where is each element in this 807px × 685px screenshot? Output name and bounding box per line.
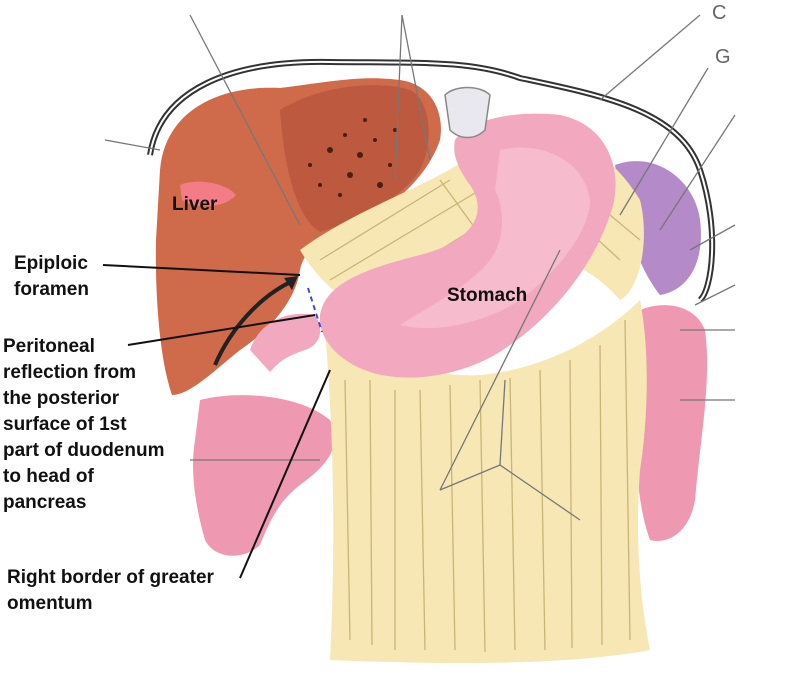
duodenum-shape [193,395,335,556]
stomach-label: Stomach [447,285,528,306]
edge-letter-c: C [712,2,727,24]
duodenum-bulb [250,313,321,372]
epiploic-pointer [102,264,301,276]
peritoneal-reflection-label: Peritoneal reflection from the posterior… [3,336,165,513]
greater-omentum [325,300,650,663]
jejunum-shape [634,305,708,541]
peritoneal-reflection-dashed [307,287,323,333]
liver-right-lobe [280,85,429,233]
liver-label: Liver [172,194,218,215]
arrow-head [284,276,298,290]
right-border-pointer [239,369,331,579]
epiploic-arrow [213,278,296,366]
liver-spots [308,118,397,197]
liver-highlight [180,181,236,207]
stomach-highlight [400,147,590,329]
leader-lines [104,14,736,521]
epiploic-label: Epiploic foramen [14,253,89,300]
peritoneal-pointer [127,314,316,346]
right-border-label: Right border of greater omentum [7,567,214,614]
edge-letter-g: G [715,46,731,68]
oesophagus [444,86,491,139]
